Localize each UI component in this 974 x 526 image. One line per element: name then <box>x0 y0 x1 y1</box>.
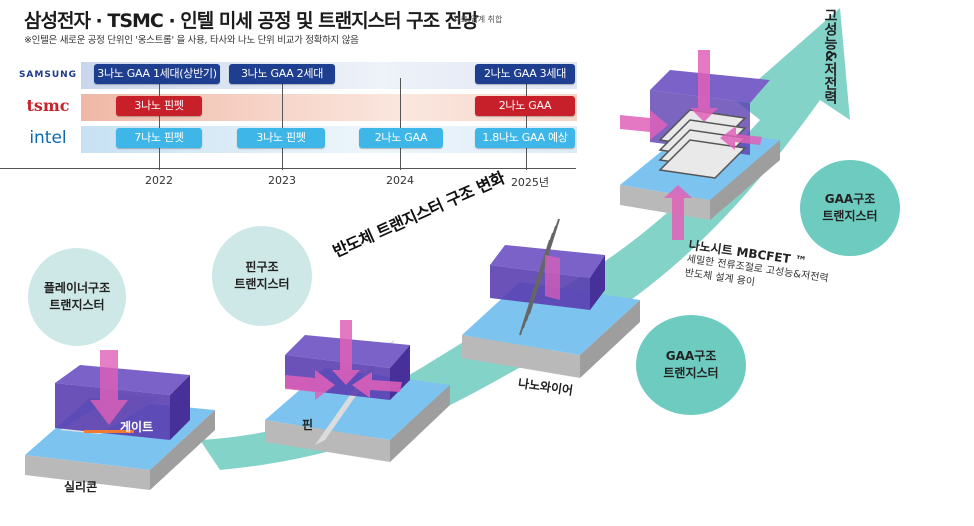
footnote: ※인텔은 새로운 공정 단위인 '옹스트롬' 을 사용, 타사와 나노 단위 비… <box>24 35 359 46</box>
intel-milestone: 3나노 핀펫 <box>237 128 325 148</box>
arrow-label: 고성능&저전력 <box>822 8 838 105</box>
nanowire-transistor <box>462 218 640 378</box>
mbcfet-transistor <box>620 50 780 240</box>
tsmc-milestone: 3나노 핀펫 <box>116 96 202 116</box>
tsmc-logo: tsmc <box>26 96 70 115</box>
source-note: 자료:업계 취합 <box>453 15 503 24</box>
intel-milestone: 2나노 GAA <box>359 128 443 148</box>
planar-transistor <box>25 350 215 490</box>
bubble-line: GAA구조 <box>665 349 717 363</box>
bubble-line: 트랜지스터 <box>822 209 878 223</box>
samsung-milestone: 2나노 GAA 3세대 <box>475 64 575 84</box>
tick-2022: 2022 <box>145 174 173 187</box>
gate-label: 게이트 <box>120 420 154 434</box>
samsung-milestone: 3나노 GAA 1세대(상반기) <box>94 64 220 84</box>
tsmc-milestone: 2나노 GAA <box>475 96 575 116</box>
tick-2025: 2025년 <box>510 176 550 189</box>
intel-milestone: 1.8나노 GAA 예상 <box>475 128 575 148</box>
timeline-axis <box>0 168 576 169</box>
bubble-line: 플레이너구조 <box>43 281 111 295</box>
bubble-line: 트랜지스터 <box>49 298 105 312</box>
samsung-milestone: 3나노 GAA 2세대 <box>229 64 335 84</box>
finfet-transistor <box>265 320 450 462</box>
year-line-2023 <box>282 78 283 170</box>
page-title: 삼성전자 · TSMC · 인텔 미세 공정 및 트랜지스터 구조 전망 <box>24 10 479 32</box>
intel-milestone: 7나노 핀펫 <box>116 128 202 148</box>
bubble-line: 핀구조 <box>245 260 279 274</box>
bubble-line: 트랜지스터 <box>234 277 290 291</box>
silicon-label: 실리콘 <box>64 480 98 494</box>
tick-2024: 2024 <box>386 174 414 187</box>
intel-logo: intel <box>29 128 67 148</box>
fin-label: 핀 <box>302 418 314 432</box>
year-line-2022 <box>159 78 160 170</box>
year-line-2024 <box>400 78 401 170</box>
samsung-logo: SAMSUNG <box>18 70 78 80</box>
bubble-line: 트랜지스터 <box>663 366 719 380</box>
bubble-line: GAA구조 <box>824 192 876 206</box>
year-line-2025 <box>526 78 527 170</box>
tick-2023: 2023 <box>268 174 296 187</box>
